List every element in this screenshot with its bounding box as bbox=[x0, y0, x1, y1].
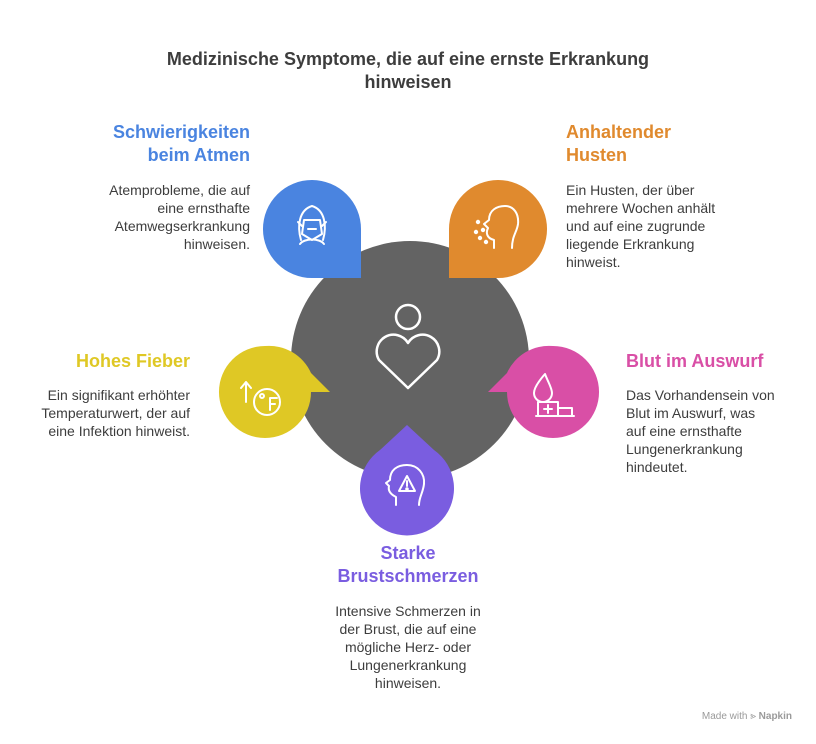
description-cough: Ein Husten, der über mehrere Wochen anhä… bbox=[566, 181, 715, 271]
fever-bubble bbox=[218, 345, 330, 439]
blood-bubble bbox=[488, 345, 600, 438]
cough-bubble bbox=[449, 180, 548, 278]
heading-line: Brustschmerzen bbox=[337, 566, 479, 586]
description-line: mehrere Wochen anhält bbox=[566, 200, 716, 216]
description-line: liegende Erkrankung bbox=[566, 236, 695, 252]
title-line: Medizinische Symptome, die auf eine erns… bbox=[166, 49, 650, 69]
heading-line: Husten bbox=[566, 145, 628, 165]
heading-cough: Anhaltender Husten bbox=[566, 121, 671, 167]
description-line: Atemwegserkrankung bbox=[114, 218, 250, 234]
heading-blood: Blut im Auswurf bbox=[626, 350, 763, 373]
description-line: Lungenerkrankung bbox=[349, 657, 467, 673]
description-line: Ein signifikant erhöhter bbox=[47, 387, 190, 403]
heading-line: Hohes Fieber bbox=[75, 351, 190, 371]
heading-chest: Starke Brustschmerzen bbox=[288, 542, 528, 588]
description-line: Das Vorhandensein von bbox=[626, 387, 775, 403]
breathing-bubble bbox=[262, 180, 361, 278]
respirator-mask-icon bbox=[297, 205, 327, 245]
napkin-logo-icon: ⪢ bbox=[750, 711, 756, 722]
description-line: mögliche Herz- oder bbox=[344, 639, 472, 655]
description-line: Temperaturwert, der auf bbox=[41, 405, 190, 421]
description-line: hindeutet. bbox=[626, 459, 688, 475]
description-fever: Ein signifikant erhöhter Temperaturwert,… bbox=[41, 386, 190, 440]
heading-line: Blut im Auswurf bbox=[626, 351, 764, 371]
description-chest: Intensive Schmerzen in der Brust, die au… bbox=[288, 602, 528, 692]
chest-bubble bbox=[359, 425, 454, 536]
heading-line: beim Atmen bbox=[147, 145, 250, 165]
footer-brand: Napkin bbox=[758, 711, 792, 722]
description-line: der Brust, die auf eine bbox=[339, 621, 477, 637]
description-line: auf eine ernsthafte bbox=[626, 423, 742, 439]
description-line: hinweist. bbox=[566, 254, 621, 270]
description-blood: Das Vorhandensein von Blut im Auswurf, w… bbox=[626, 386, 775, 476]
heading-breathing: Schwierigkeiten beim Atmen bbox=[113, 121, 250, 167]
description-line: Blut im Auswurf, was bbox=[626, 405, 756, 421]
description-line: Atemprobleme, die auf bbox=[109, 182, 250, 198]
description-line: eine Infektion hinweist. bbox=[48, 423, 190, 439]
description-line: und auf eine zugrunde bbox=[566, 218, 706, 234]
rising-temperature-icon bbox=[240, 381, 281, 416]
heading-line: Starke bbox=[380, 543, 436, 563]
footer-prefix: Made with bbox=[701, 711, 748, 722]
description-line: Ein Husten, der über bbox=[566, 182, 695, 198]
coughing-head-icon bbox=[473, 205, 520, 249]
description-line: Lungenerkrankung bbox=[626, 441, 743, 457]
title-line: hinweisen bbox=[364, 72, 452, 92]
blood-drop-hospital-icon bbox=[533, 373, 575, 417]
description-line: eine ernsthafte bbox=[157, 200, 250, 216]
footer-credit: Made with ⪢ Napkin bbox=[702, 711, 792, 722]
description-line: hinweisen. bbox=[374, 675, 442, 691]
heading-line: Schwierigkeiten bbox=[112, 122, 250, 142]
description-line: Intensive Schmerzen in bbox=[335, 603, 481, 619]
description-line: hinweisen. bbox=[183, 236, 250, 252]
diagram-title: Medizinische Symptome, die auf eine erns… bbox=[0, 48, 816, 94]
heading-line: Anhaltender bbox=[566, 122, 672, 142]
heading-fever: Hohes Fieber bbox=[76, 350, 190, 373]
description-breathing: Atemprobleme, die auf eine ernsthafte At… bbox=[109, 181, 250, 253]
head-warning-icon bbox=[385, 464, 426, 506]
center-circle bbox=[291, 241, 529, 479]
person-heart-icon bbox=[375, 303, 441, 390]
